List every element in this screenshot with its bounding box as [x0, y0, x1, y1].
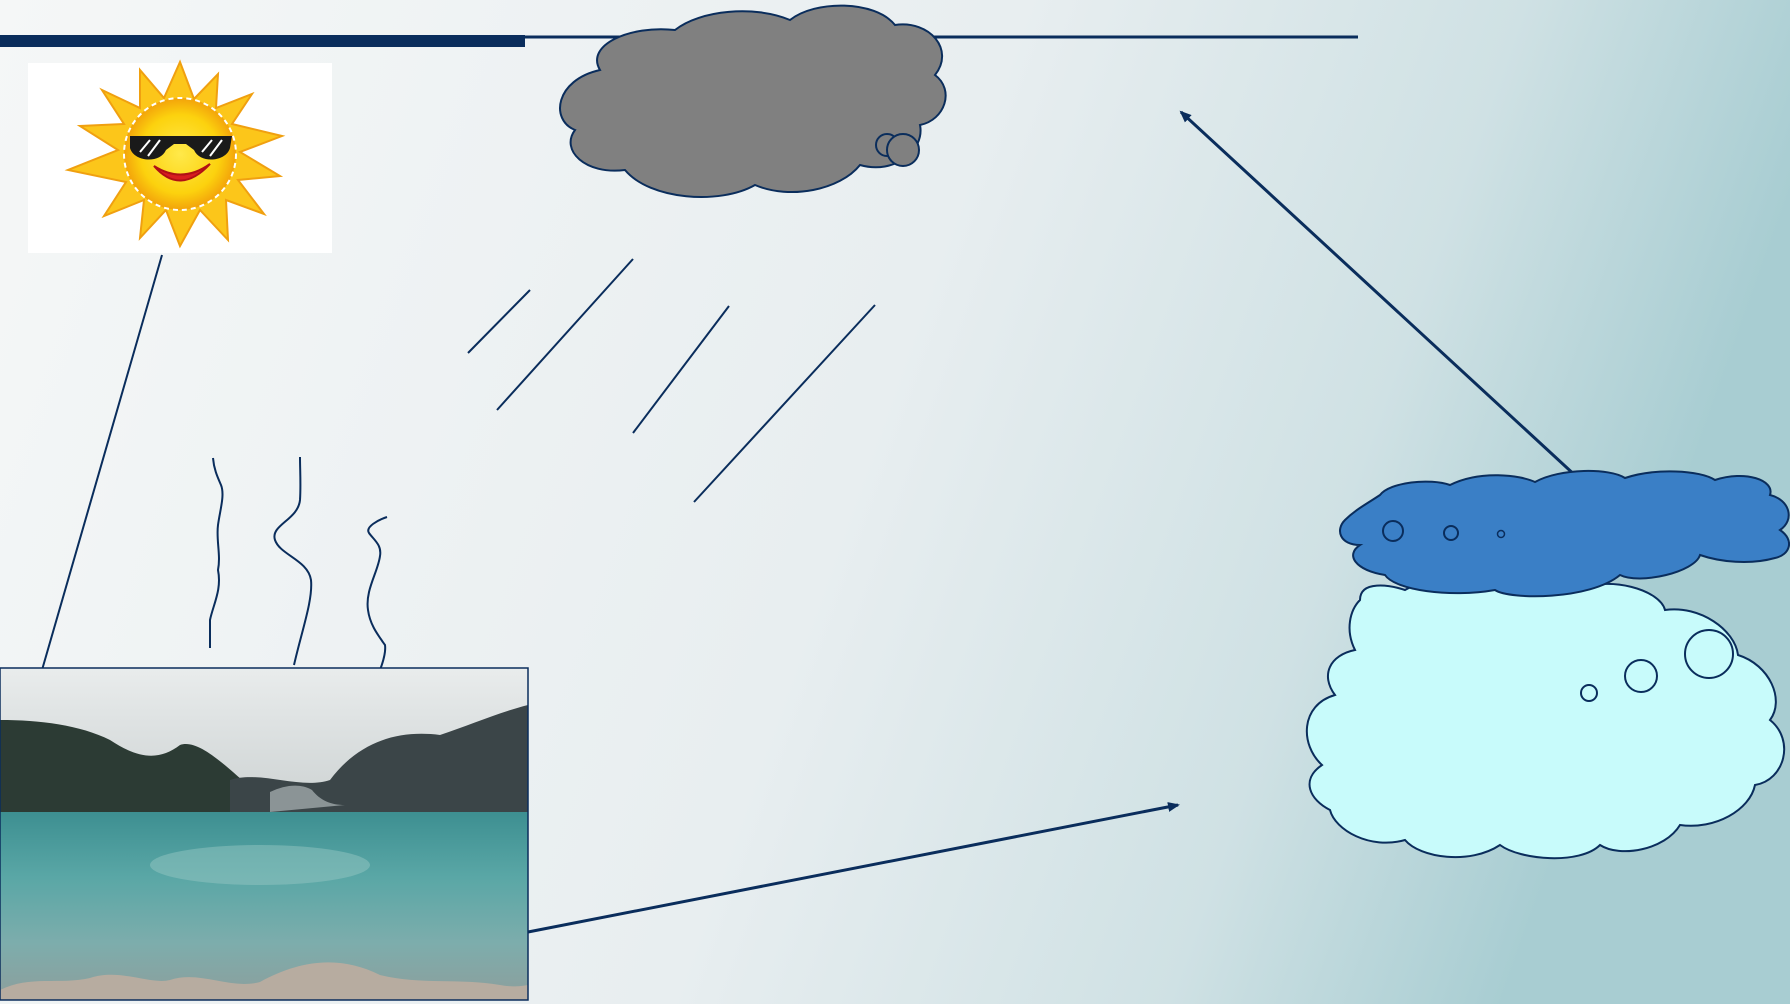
- lake-reflection: [150, 845, 370, 885]
- sun-icon: [28, 62, 332, 253]
- header-bar-thick: [0, 35, 525, 47]
- lake-water: [0, 812, 528, 1000]
- rain-cloud-bubble-large: [887, 134, 919, 166]
- lake-photo: [0, 668, 528, 1000]
